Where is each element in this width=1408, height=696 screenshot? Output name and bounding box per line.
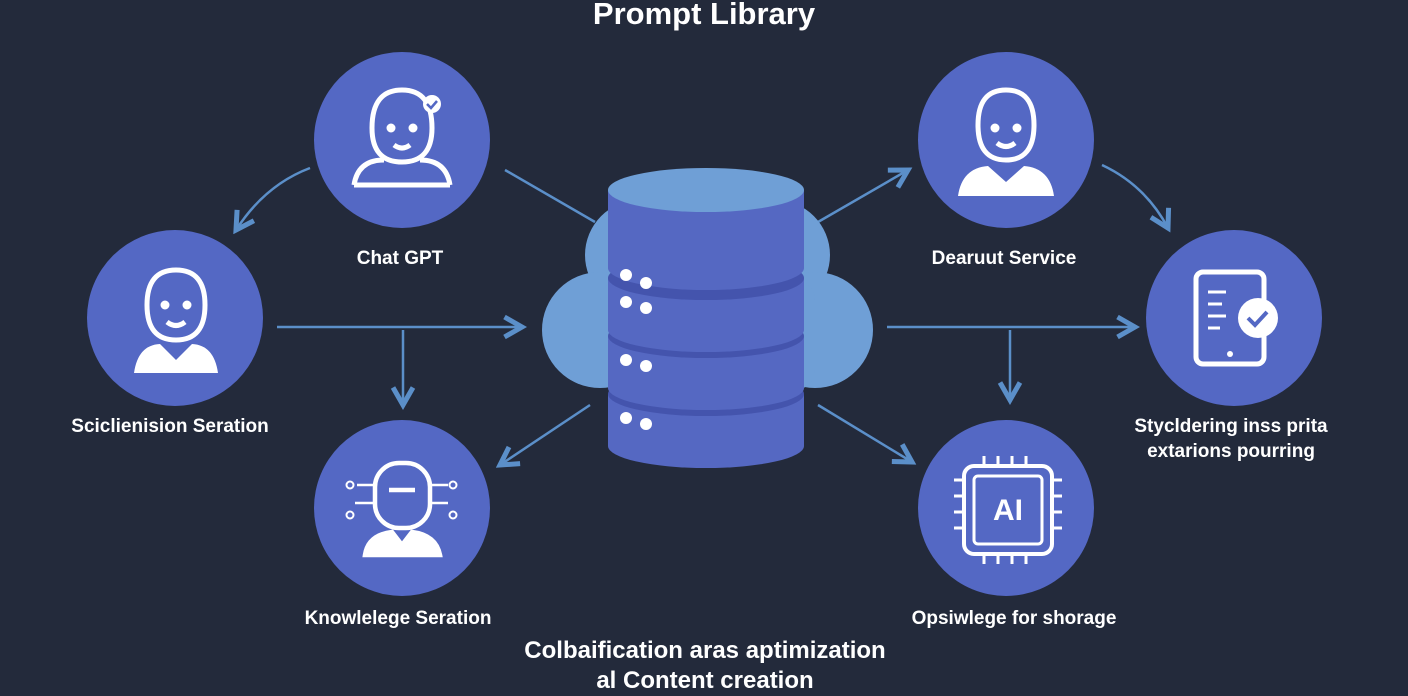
- ai-chip-text: AI: [993, 494, 1023, 527]
- node-knowledge: [314, 420, 490, 596]
- footer-caption: Colbaification aras aptimization al Cont…: [524, 636, 885, 696]
- footer-line-1: Colbaification aras aptimization: [524, 637, 886, 664]
- database-led: [640, 360, 652, 372]
- label-styc: Stycldering inss prita extarions pourrin…: [1134, 414, 1327, 464]
- ai-chip-icon: [954, 456, 1062, 564]
- database-led: [620, 269, 632, 281]
- label-ai: Opsiwlege for shorage: [911, 608, 1117, 629]
- footer-line-2: al Content creation: [596, 667, 814, 694]
- database-cloud-icon: [542, 168, 873, 468]
- label-dearuut: Dearuut Service: [931, 248, 1077, 269]
- label-knowledge: Knowlelege Seration: [304, 608, 492, 629]
- connector-arrows: [236, 163, 1168, 465]
- database-led: [640, 277, 652, 289]
- database-led: [620, 296, 632, 308]
- database-led: [640, 302, 652, 314]
- node-dearuut: [918, 52, 1094, 228]
- person-check-icon: [351, 87, 453, 188]
- node-chatgpt: [314, 52, 490, 228]
- label-chatgpt: Chat GPT: [356, 248, 444, 269]
- label-scicl: Sciclienision Seration: [71, 416, 269, 437]
- page-title: Prompt Library: [592, 0, 816, 31]
- node-ai: AI: [918, 420, 1094, 596]
- label-styc-line-2: extarions pourring: [1147, 441, 1315, 462]
- person-icon: [144, 267, 208, 343]
- tablet-check-icon: [1193, 269, 1278, 367]
- node-scicl: [87, 230, 263, 406]
- arrow-dearuut-to-styc: [1101, 163, 1168, 228]
- person-network-icon: [345, 460, 458, 558]
- node-styc: [1146, 230, 1322, 406]
- arrow-db-to-dearuut: [817, 170, 908, 224]
- database-led: [640, 418, 652, 430]
- database-led: [620, 354, 632, 366]
- arrow-db-to-ai: [817, 403, 912, 462]
- person-tie-icon: [975, 87, 1037, 163]
- database-led: [620, 412, 632, 424]
- diagram-canvas: AI: [87, 52, 1322, 596]
- label-styc-line-1: Stycldering inss prita: [1134, 416, 1328, 437]
- line-chatgpt-to-db: [504, 168, 596, 224]
- arrow-chatgpt-to-scicl: [236, 166, 311, 230]
- database-disk: [608, 190, 804, 290]
- database-top: [608, 168, 804, 212]
- arrow-db-to-knowledge: [500, 403, 591, 465]
